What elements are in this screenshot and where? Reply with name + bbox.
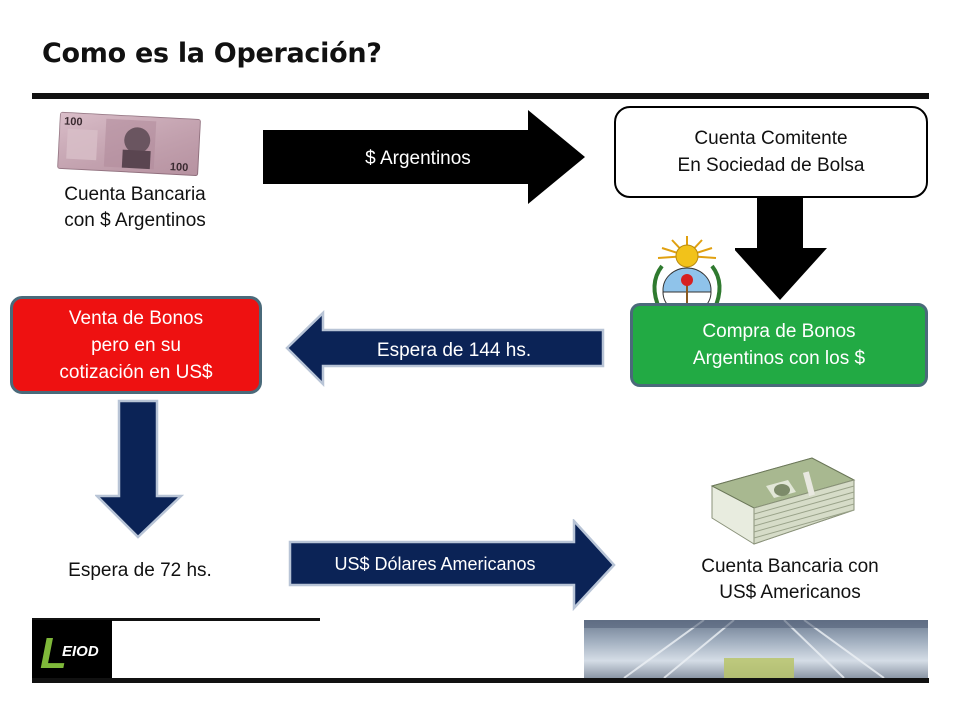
title-divider <box>32 93 929 99</box>
comitente-box: Cuenta Comitente En Sociedad de Bolsa <box>614 106 928 198</box>
dollar-stack-image <box>710 457 856 545</box>
arrow-usd: US$ Dólares Americanos <box>288 519 616 611</box>
footer-rule-left <box>32 618 320 621</box>
arrow-down-navy <box>95 399 185 539</box>
banknote-denomination-right: 100 <box>170 161 189 174</box>
bank-ars-label: Cuenta Bancaria con $ Argentinos <box>64 184 206 231</box>
argentina-coat-of-arms-image <box>652 236 722 312</box>
company-logo: L EIOD <box>32 620 112 678</box>
company-logo-text: EIOD <box>62 643 99 660</box>
arrow-espera-144: Espera de 144 hs. <box>285 310 605 388</box>
svg-text:L: L <box>40 629 67 678</box>
bank-usd-label: Cuenta Bancaria con US$ Americanos <box>701 556 879 603</box>
page-title: Como es la Operación? <box>42 38 382 69</box>
peso-banknote-image: 100 100 <box>57 111 201 176</box>
company-logo-mark: L EIOD <box>40 629 99 678</box>
arrow-ars: $ Argentinos <box>263 110 585 204</box>
arrow-espera-144-label: Espera de 144 hs. <box>377 340 531 361</box>
venta-bonos-box: Venta de Bonos pero en su cotización en … <box>10 296 262 394</box>
arrow-down-black <box>735 198 827 300</box>
footer-rule-bottom <box>32 678 929 683</box>
compra-bonos-box: Compra de Bonos Argentinos con los $ <box>630 303 928 387</box>
espera-72-label: Espera de 72 hs. <box>68 560 212 581</box>
footer-photo-strip <box>584 620 928 678</box>
banknote-denomination-left: 100 <box>64 116 83 129</box>
footer-photo-image <box>584 620 928 678</box>
arrow-usd-label: US$ Dólares Americanos <box>334 554 535 574</box>
arrow-ars-label: $ Argentinos <box>365 148 471 169</box>
arrow-ars-shape <box>263 110 585 204</box>
